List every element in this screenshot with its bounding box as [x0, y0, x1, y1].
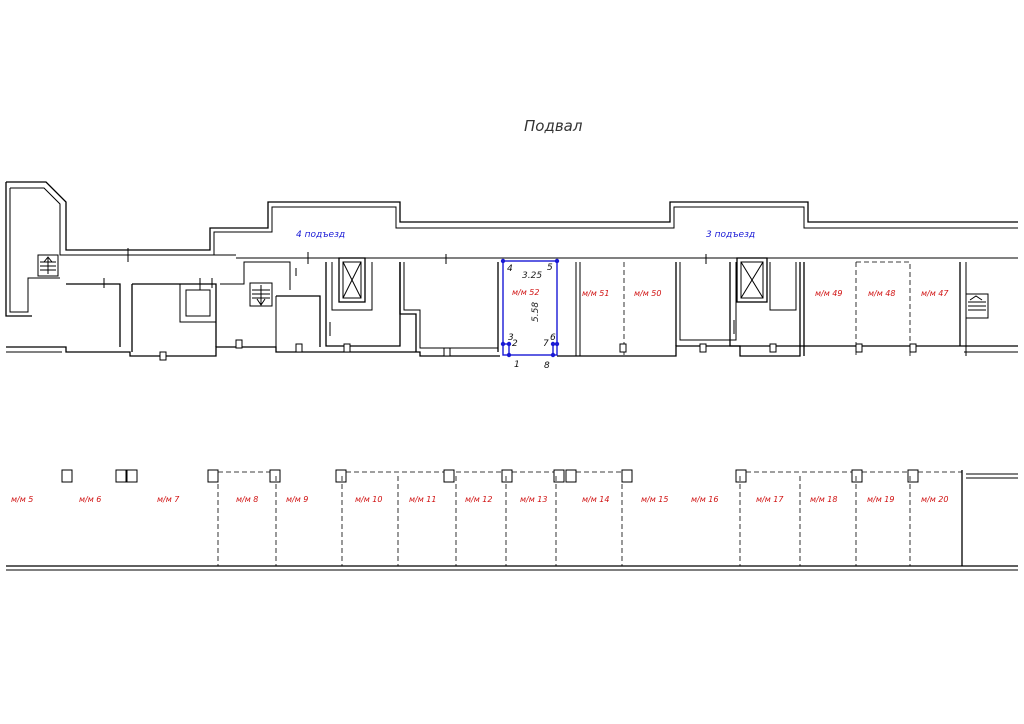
lower-column-3: [126, 469, 138, 483]
space-label-17[interactable]: м/м 17: [756, 495, 784, 504]
elevator-shaft-4: [338, 257, 366, 303]
upper-column-6: [619, 343, 627, 353]
space-label-52: м/м 52: [512, 288, 540, 297]
vertex-8-marker[interactable]: [550, 352, 556, 358]
space-label-6[interactable]: м/м 6: [79, 495, 101, 504]
lower-block-walls: [6, 469, 1018, 571]
vertex-number-3: 3: [508, 333, 514, 343]
upper-column-3: [295, 343, 303, 353]
upper-space-labels: м/м 51 м/м 50 м/м 49 м/м 48 м/м 47: [582, 289, 949, 298]
selected-parking-space[interactable]: 3.25 м/м 52 5.58 1 2 3 4 5 6 7 8: [500, 258, 560, 371]
vertex-3-marker[interactable]: [500, 341, 506, 347]
lower-column-10: [565, 469, 577, 483]
upper-block-walls: [5, 181, 1018, 361]
space-label-13[interactable]: м/м 13: [520, 495, 548, 504]
left-wing-outer-wall: [5, 182, 32, 317]
left-wing-wall: [9, 188, 60, 313]
entrance-3-label: 3 подъезд: [706, 230, 755, 240]
upper-column-10: [769, 343, 777, 353]
vertex-5-marker[interactable]: [554, 258, 560, 264]
outer-wall-line: [6, 181, 1018, 251]
space-label-19[interactable]: м/м 19: [867, 495, 895, 504]
upper-bottom-wall-right: [557, 345, 1018, 357]
elevator-shaft-3: [736, 257, 768, 303]
lower-column-8: [501, 469, 513, 483]
upper-column-7: [699, 343, 707, 353]
space-label-16[interactable]: м/м 16: [691, 495, 719, 504]
length-dimension: 5.58: [531, 302, 541, 322]
lower-column-11: [621, 469, 633, 483]
stair-4-hall-wall: [220, 261, 291, 290]
space-label-9[interactable]: м/м 9: [286, 495, 308, 504]
upper-column-8: [855, 343, 863, 353]
room-1-wall: [66, 283, 121, 347]
space-label-49[interactable]: м/м 49: [815, 289, 843, 298]
lower-space-labels: м/м 5 м/м 6 м/м 7 м/м 8 м/м 9 м/м 10 м/м…: [11, 495, 949, 504]
vertex-number-5: 5: [547, 263, 553, 273]
space-label-5[interactable]: м/м 5: [11, 495, 33, 504]
space-label-47[interactable]: м/м 47: [921, 289, 949, 298]
room-4-wall: [276, 295, 321, 347]
lower-column-9: [553, 469, 565, 483]
space-label-11[interactable]: м/м 11: [409, 495, 437, 504]
entrance-3-core-outer: [729, 262, 801, 347]
upper-column-9: [909, 343, 917, 353]
vertex-2-marker[interactable]: [506, 341, 512, 347]
space-label-15[interactable]: м/м 15: [641, 495, 669, 504]
stair-entrance-4-icon: [249, 282, 273, 307]
outer-wall-inner-line: [10, 187, 1018, 256]
vertex-number-4: 4: [507, 264, 513, 274]
upper-column-4: [343, 343, 351, 353]
space-label-51[interactable]: м/м 51: [582, 289, 610, 298]
vertex-6-marker[interactable]: [554, 341, 560, 347]
upper-column-2: [235, 339, 243, 349]
lower-column-13: [851, 469, 863, 483]
upper-column-1: [159, 351, 167, 361]
space-label-20[interactable]: м/м 20: [921, 495, 949, 504]
entrance-3-core-inner: [769, 262, 797, 311]
room-3-wall: [179, 284, 216, 323]
lower-column-7: [443, 469, 455, 483]
space-label-50[interactable]: м/м 50: [634, 289, 662, 298]
entrance-4-core-inner: [331, 262, 373, 311]
vertex-number-8: 8: [544, 361, 550, 371]
entrance-3-core-wall: [679, 262, 737, 341]
room-5-wall: [399, 262, 417, 352]
vertex-7-marker[interactable]: [550, 341, 556, 347]
vertex-number-7: 7: [543, 339, 549, 349]
space-48-outline: [856, 261, 911, 356]
stair-left-icon: [37, 254, 59, 277]
room-2-wall: [132, 283, 217, 347]
vertex-number-1: 1: [514, 360, 520, 370]
selected-space-outline[interactable]: [502, 260, 558, 356]
lower-column-14: [907, 469, 919, 483]
lower-column-2: [115, 469, 127, 483]
upper-bottom-wall-left: [6, 346, 500, 357]
space-label-18[interactable]: м/м 18: [810, 495, 838, 504]
vertex-number-6: 6: [550, 333, 556, 343]
upper-column-5: [443, 347, 451, 357]
space-label-12[interactable]: м/м 12: [465, 495, 493, 504]
plan-title: Подвал: [524, 117, 583, 135]
entrance-4-label: 4 подъезд: [296, 230, 345, 240]
vertex-4-marker[interactable]: [500, 258, 506, 264]
lower-column-12: [735, 469, 747, 483]
space-label-10[interactable]: м/м 10: [355, 495, 383, 504]
space-label-8[interactable]: м/м 8: [236, 495, 258, 504]
lower-column-1: [61, 469, 73, 483]
lower-column-5: [269, 469, 281, 483]
space-label-14[interactable]: м/м 14: [582, 495, 610, 504]
width-dimension: 3.25: [522, 271, 542, 281]
vertex-number-2: 2: [512, 339, 518, 349]
space-label-7[interactable]: м/м 7: [157, 495, 180, 504]
space-label-48[interactable]: м/м 48: [868, 289, 896, 298]
vertex-1-marker[interactable]: [506, 352, 512, 358]
stair-right-icon: [965, 293, 989, 319]
lower-column-6: [335, 469, 347, 483]
room-3-inner: [185, 289, 211, 317]
lower-column-4: [207, 469, 219, 483]
